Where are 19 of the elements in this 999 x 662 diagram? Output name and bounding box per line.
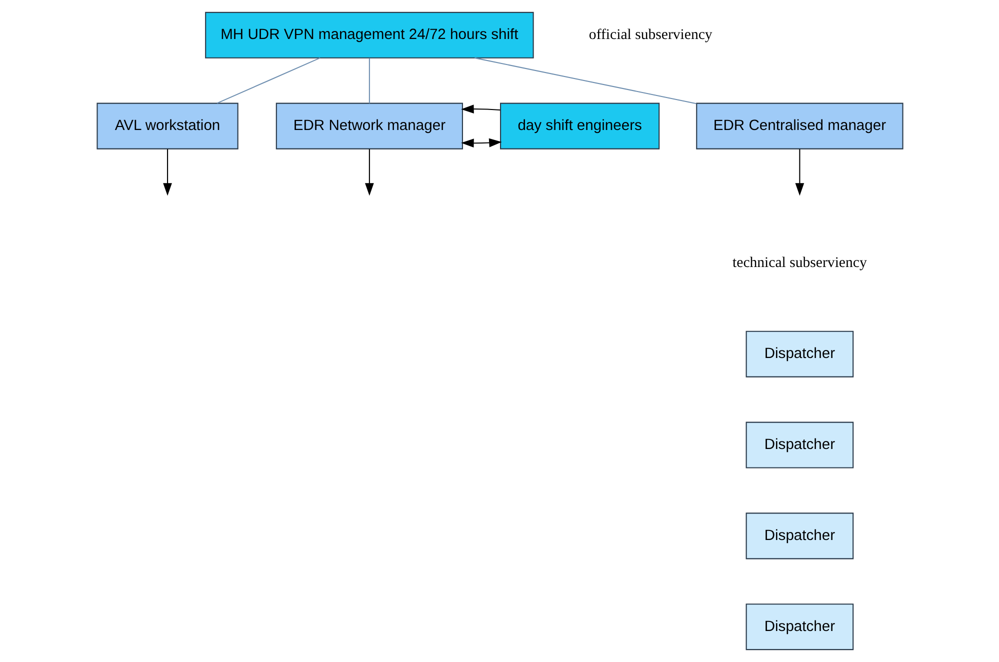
node-box: Dispatcher [745, 604, 854, 650]
connector [474, 57, 696, 104]
node-box: Dispatcher [745, 512, 854, 560]
node-box: EDR Centralised manager [696, 102, 903, 150]
node-box: day shift engineers [500, 102, 660, 150]
node-box: Dispatcher [745, 330, 854, 378]
arrow [364, 149, 374, 196]
connector [216, 57, 320, 104]
node-box: MH UDR VPN management 24/72 hours shift [204, 12, 534, 58]
node-box: Dispatcher [745, 422, 854, 468]
arrow [794, 149, 804, 196]
connector [368, 58, 370, 104]
node-box: AVL workstation [96, 102, 238, 150]
arrow [162, 149, 172, 196]
label: technical subserviency [732, 255, 866, 272]
arrow [460, 104, 500, 114]
arrow [460, 138, 502, 148]
node-box: EDR Network manager [275, 102, 462, 150]
label: official subserviency [588, 27, 712, 44]
